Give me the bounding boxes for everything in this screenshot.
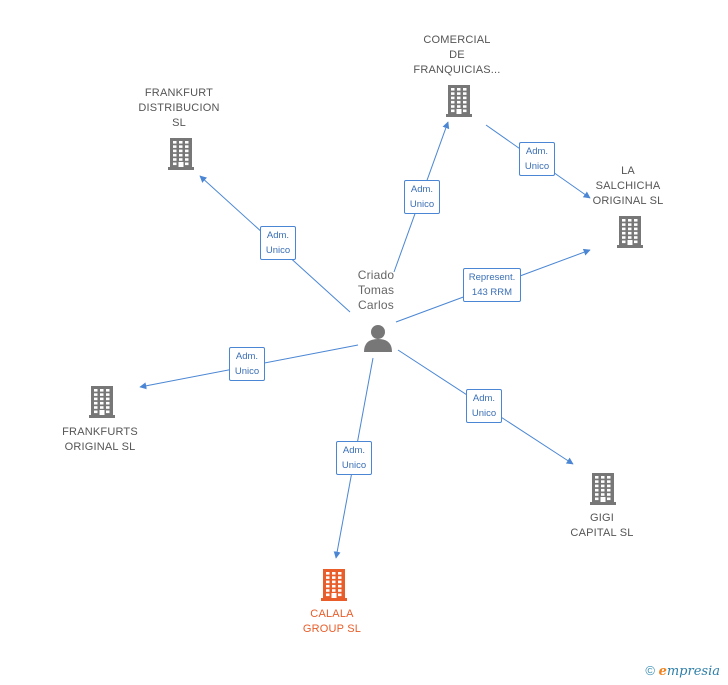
building-icon-frankfurts-orig[interactable]: [89, 386, 115, 418]
company-name-frankfurt-dist: FRANKFURT DISTRIBUCION SL: [138, 86, 220, 129]
edge-label-comercial-salchicha[interactable]: Adm. Unico: [518, 142, 556, 176]
company-name-salchicha: LA SALCHICHA ORIGINAL SL: [592, 164, 664, 207]
building-icon-calala[interactable]: [321, 569, 347, 601]
edge-label-center-frankfurt-dist[interactable]: Adm. Unico: [259, 226, 297, 260]
edge-label-center-comercial[interactable]: Adm. Unico: [403, 180, 441, 214]
building-icon-comercial[interactable]: [446, 85, 472, 117]
brand-logo-rest: mpresia: [666, 664, 720, 679]
company-name-frankfurts-orig: FRANKFURTS ORIGINAL SL: [62, 426, 138, 453]
center-person-name: Criado Tomas Carlos: [357, 267, 395, 312]
copyright-symbol: ©: [645, 663, 655, 678]
company-name-calala: CALALA GROUP SL: [302, 608, 362, 635]
edge-label-center-frankfurts-orig[interactable]: Adm. Unico: [228, 347, 266, 381]
edge-label-center-calala[interactable]: Adm. Unico: [335, 441, 373, 475]
edge-label-center-salchicha[interactable]: Represent. 143 RRM: [462, 268, 522, 302]
footer-brand: © empresia: [645, 663, 720, 679]
building-icon-frankfurt-dist[interactable]: [168, 138, 194, 170]
company-name-comercial: COMERCIAL DE FRANQUICIAS...: [413, 33, 501, 76]
building-icon-salchicha[interactable]: [617, 216, 643, 248]
company-name-gigi: GIGI CAPITAL SL: [570, 512, 634, 539]
building-icon-gigi[interactable]: [590, 473, 616, 505]
person-icon[interactable]: [364, 325, 392, 352]
edge-label-center-gigi[interactable]: Adm. Unico: [465, 389, 503, 423]
brand-logo-first: e: [658, 664, 667, 679]
